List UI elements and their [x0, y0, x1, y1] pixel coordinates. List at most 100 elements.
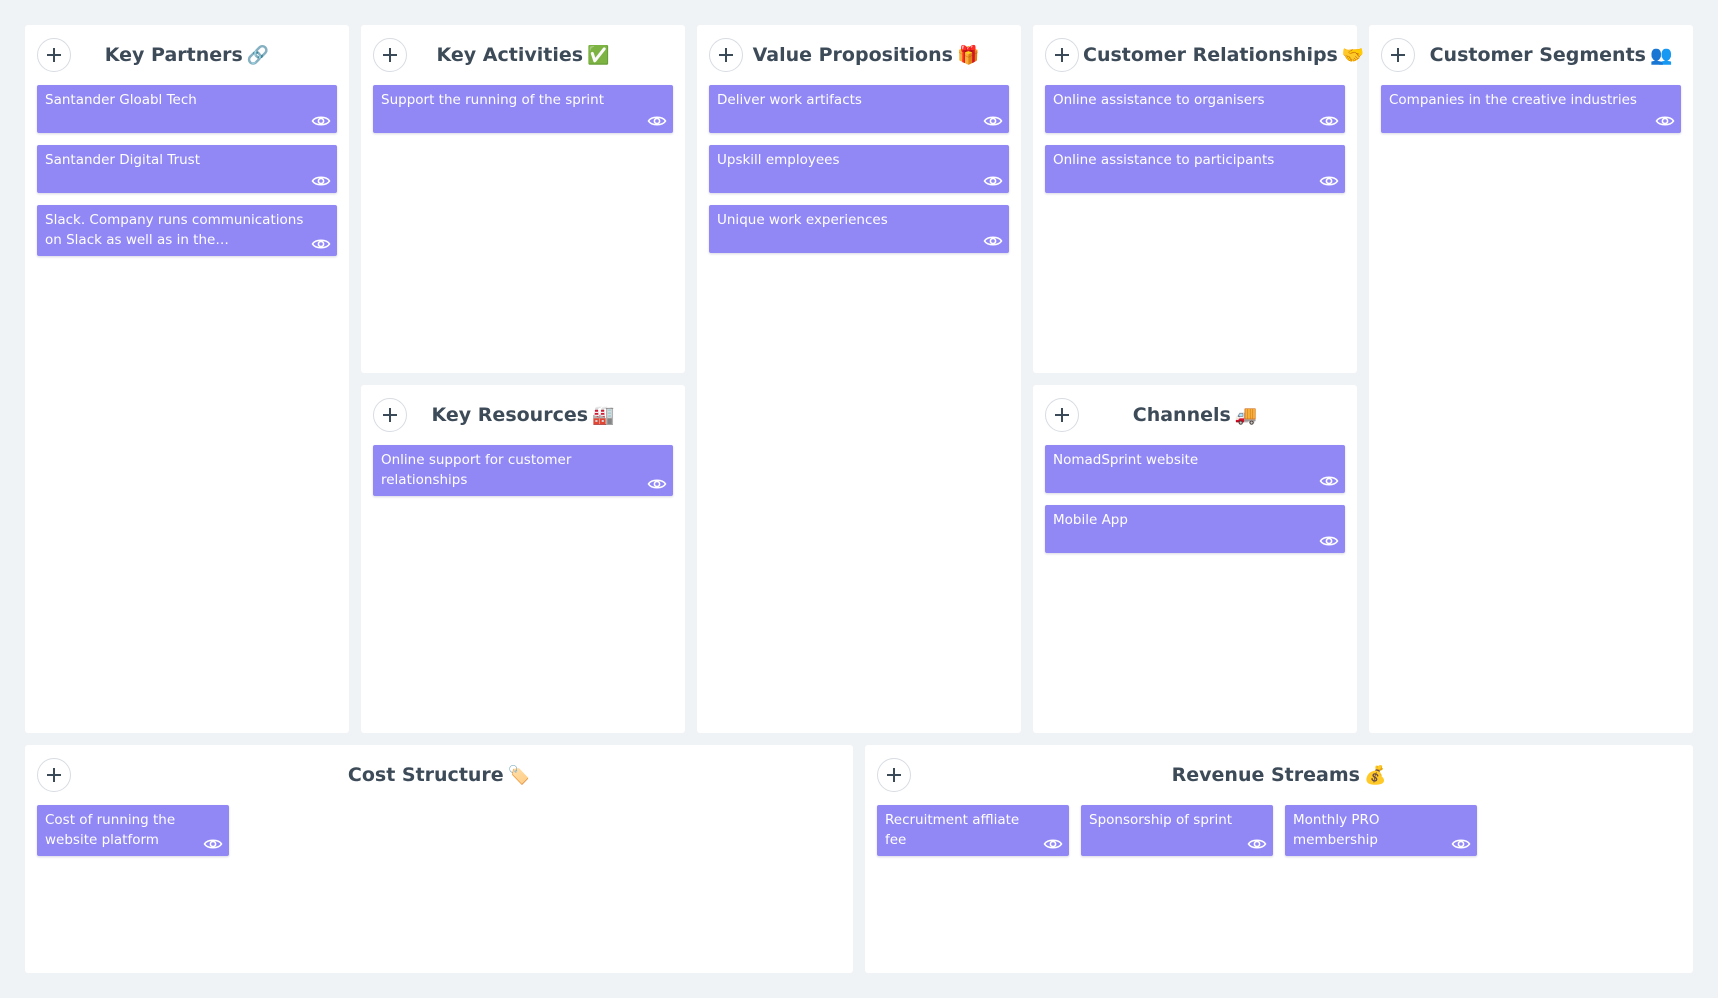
eye-icon[interactable]: [1655, 114, 1675, 128]
panel-header: Cost Structure🏷️: [25, 745, 853, 805]
panel-title-text: Customer Relationships: [1083, 44, 1338, 66]
eye-icon[interactable]: [1319, 534, 1339, 548]
add-card-button[interactable]: [373, 38, 407, 72]
card[interactable]: Santander Digital Trust: [37, 145, 337, 193]
eye-icon[interactable]: [647, 477, 667, 491]
truck-icon: 🚚: [1234, 405, 1258, 426]
card-list: Companies in the creative industries: [1369, 85, 1693, 133]
card[interactable]: Santander Gloabl Tech: [37, 85, 337, 133]
card[interactable]: NomadSprint website: [1045, 445, 1345, 493]
eye-icon[interactable]: [647, 114, 667, 128]
card[interactable]: Mobile App: [1045, 505, 1345, 553]
card-text: Santander Digital Trust: [45, 152, 201, 168]
card-text: NomadSprint website: [1053, 452, 1199, 468]
card-text: Upskill employees: [717, 152, 840, 168]
card-list: Recruitment affliate fee Sponsorship of s…: [865, 805, 1693, 868]
card-text: Cost of running the website platform: [45, 812, 176, 848]
panel-title: Key Partners🔗: [85, 25, 289, 85]
price-tag-icon: 🏷️: [507, 765, 531, 786]
eye-icon[interactable]: [1451, 837, 1471, 851]
panel-title-text: Key Partners: [104, 44, 243, 66]
card[interactable]: Deliver work artifacts: [709, 85, 1009, 133]
panel-title-text: Cost Structure: [347, 764, 504, 786]
eye-icon[interactable]: [1043, 837, 1063, 851]
panel-value-propositions: Value Propositions🎁 Deliver work artifac…: [697, 25, 1021, 733]
card[interactable]: Online support for customer relationship…: [373, 445, 673, 496]
card[interactable]: Monthly PRO membership: [1285, 805, 1477, 856]
add-card-button[interactable]: [877, 758, 911, 792]
panel-header: Value Propositions🎁: [697, 25, 1021, 85]
panel-title: Customer Relationships🤝: [1083, 25, 1364, 85]
eye-icon[interactable]: [311, 114, 331, 128]
card-text: Companies in the creative industries: [1389, 92, 1637, 108]
card[interactable]: Support the running of the sprint: [373, 85, 673, 133]
panel-title-text: Value Propositions: [752, 44, 953, 66]
card-text: Mobile App: [1053, 512, 1128, 528]
card-text: Santander Gloabl Tech: [45, 92, 197, 108]
card[interactable]: Upskill employees: [709, 145, 1009, 193]
card[interactable]: Cost of running the website platform: [37, 805, 229, 856]
card-text: Deliver work artifacts: [717, 92, 862, 108]
panel-title: Channels🚚: [1093, 385, 1297, 445]
panel-title: Revenue Streams💰: [865, 745, 1693, 805]
card-list: Cost of running the website platform: [25, 805, 853, 868]
panel-title-text: Customer Segments: [1429, 44, 1646, 66]
eye-icon[interactable]: [983, 114, 1003, 128]
add-card-button[interactable]: [709, 38, 743, 72]
eye-icon[interactable]: [1247, 837, 1267, 851]
panel-title: Key Activities✅: [421, 25, 625, 85]
card-text: Recruitment affliate fee: [885, 812, 1020, 848]
panel-title-text: Channels: [1132, 404, 1231, 426]
eye-icon[interactable]: [983, 234, 1003, 248]
panel-title-text: Key Resources: [431, 404, 589, 426]
card[interactable]: Sponsorship of sprint: [1081, 805, 1273, 856]
eye-icon[interactable]: [1319, 474, 1339, 488]
card-text: Online assistance to participants: [1053, 152, 1275, 168]
eye-icon[interactable]: [311, 174, 331, 188]
eye-icon[interactable]: [1319, 114, 1339, 128]
card-text: Sponsorship of sprint: [1089, 812, 1233, 828]
card[interactable]: Unique work experiences: [709, 205, 1009, 253]
card[interactable]: Recruitment affliate fee: [877, 805, 1069, 856]
panel-title: Cost Structure🏷️: [25, 745, 853, 805]
eye-icon[interactable]: [203, 837, 223, 851]
card[interactable]: Online assistance to organisers: [1045, 85, 1345, 133]
panel-header: Key Resources🏭: [361, 385, 685, 445]
card-text: Online support for customer relationship…: [381, 452, 572, 488]
panel-title: Key Resources🏭: [421, 385, 625, 445]
panel-header: Channels🚚: [1033, 385, 1357, 445]
eye-icon[interactable]: [1319, 174, 1339, 188]
check-mark-icon: ✅: [587, 45, 610, 66]
factory-icon: 🏭: [592, 405, 615, 426]
add-card-button[interactable]: [373, 398, 407, 432]
card-text: Unique work experiences: [717, 212, 888, 228]
add-card-button[interactable]: [1045, 398, 1079, 432]
card[interactable]: Online assistance to participants: [1045, 145, 1345, 193]
panel-header: Key Partners🔗: [25, 25, 349, 85]
card-text: Slack. Company runs communications on Sl…: [45, 212, 304, 248]
panel-revenue-streams: Revenue Streams💰 Recruitment affliate fe…: [865, 745, 1693, 973]
add-card-button[interactable]: [37, 38, 71, 72]
card-list: Online support for customer relationship…: [361, 445, 685, 496]
eye-icon[interactable]: [311, 237, 331, 251]
people-icon: 👥: [1649, 45, 1673, 66]
handshake-icon: 🤝: [1341, 45, 1365, 66]
add-card-button[interactable]: [37, 758, 71, 792]
add-card-button[interactable]: [1381, 38, 1415, 72]
panel-cost-structure: Cost Structure🏷️ Cost of running the web…: [25, 745, 853, 973]
add-card-button[interactable]: [1045, 38, 1079, 72]
card[interactable]: Companies in the creative industries: [1381, 85, 1681, 133]
panel-title-text: Revenue Streams: [1171, 764, 1360, 786]
card[interactable]: Slack. Company runs communications on Sl…: [37, 205, 337, 256]
money-bag-icon: 💰: [1363, 765, 1387, 786]
card-text: Monthly PRO membership: [1293, 812, 1380, 848]
gift-icon: 🎁: [956, 45, 980, 66]
eye-icon[interactable]: [983, 174, 1003, 188]
link-icon: 🔗: [246, 45, 270, 66]
panel-header: Revenue Streams💰: [865, 745, 1693, 805]
